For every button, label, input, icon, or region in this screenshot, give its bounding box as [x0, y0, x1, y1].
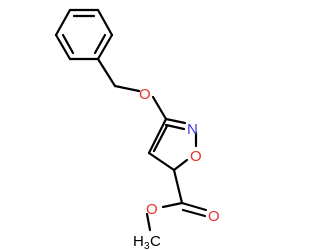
- isoxazole-ring: [147, 117, 198, 172]
- methyl-subscript-label: 3: [144, 241, 150, 250]
- carbonyl-oxygen-label: O: [208, 208, 220, 225]
- ester-oxygen-label: O: [146, 201, 158, 218]
- ester-group: [145, 168, 208, 232]
- ether-oxygen-label: O: [139, 86, 151, 103]
- methyl-carbon-label: C: [150, 233, 161, 250]
- ring-oxygen-label: O: [190, 148, 202, 165]
- methyl-label: H 3 C: [133, 233, 161, 250]
- benzyloxy-linker: [96, 57, 168, 121]
- molecule-structure: O N O O O H 3 C: [54, 8, 220, 250]
- benzene-ring: [54, 8, 114, 61]
- ring-nitrogen-label: N: [187, 121, 198, 138]
- structure-canvas: O N O O O H 3 C: [54, 8, 220, 250]
- methyl-hydrogen-label: H: [133, 233, 144, 250]
